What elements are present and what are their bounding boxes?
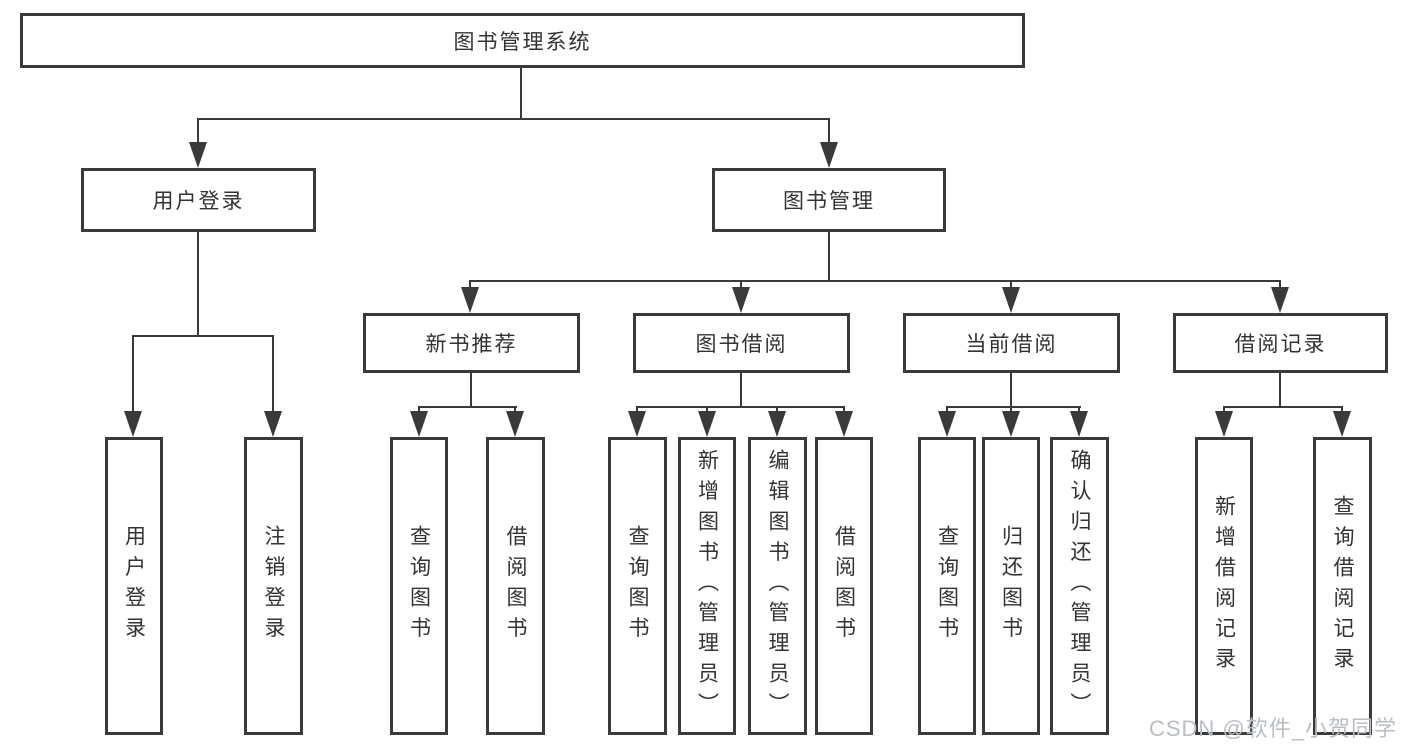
node-cb-query-books-label: 查询图书	[935, 525, 959, 647]
connector-borrow-records-branch	[1223, 406, 1343, 408]
connector-arrow-br-query	[1341, 406, 1343, 411]
connector-arrow-bb-add	[706, 406, 708, 411]
node-book-borrow: 图书借阅	[633, 313, 850, 373]
node-root: 图书管理系统	[20, 13, 1025, 68]
connector-new-book-rec-stub	[470, 373, 472, 406]
connector-user-login-stub	[197, 232, 199, 335]
connector-arrow-bb-borrow	[843, 406, 845, 411]
node-new-book-rec-label: 新书推荐	[425, 333, 518, 356]
node-book-borrow-label: 图书借阅	[695, 333, 788, 356]
node-cb-confirm-return-admin: 确认归还（管理员）	[1050, 437, 1109, 735]
node-book-mgmt: 图书管理	[712, 168, 946, 232]
node-bb-borrow-books-label: 借阅图书	[832, 525, 856, 647]
connector-root-stub	[520, 68, 522, 118]
node-current-borrow: 当前借阅	[903, 313, 1120, 373]
node-root-label: 图书管理系统	[453, 30, 592, 54]
connector-current-borrow-branch	[946, 406, 1081, 408]
connector-arrow-ul-logout	[272, 335, 274, 411]
node-borrow-records: 借阅记录	[1173, 313, 1388, 373]
connector-user-login-branch	[132, 335, 274, 337]
connector-arrow-cb-return	[1010, 406, 1012, 411]
node-br-query-record-label: 查询借阅记录	[1331, 494, 1354, 678]
node-book-mgmt-label: 图书管理	[783, 190, 875, 213]
node-ul-logout: 注销登录	[244, 437, 303, 735]
connector-arrow-cb-query	[946, 406, 948, 411]
node-bb-add-books-admin: 新增图书（管理员）	[678, 437, 736, 735]
connector-arrow-book-mgmt	[828, 118, 830, 142]
connector-book-borrow-branch	[636, 406, 845, 408]
node-user-login: 用户登录	[81, 168, 316, 232]
node-current-borrow-label: 当前借阅	[965, 333, 1058, 356]
connector-arrow-nbr-borrow	[514, 406, 516, 411]
connector-current-borrow-stub	[1010, 373, 1012, 406]
connector-root-branch	[197, 118, 830, 120]
connector-book-mgmt-stub	[828, 232, 830, 280]
connector-arrow-cb-confirm	[1078, 406, 1080, 411]
node-nbr-borrow-books: 借阅图书	[486, 437, 545, 735]
node-br-query-record: 查询借阅记录	[1313, 437, 1372, 735]
node-br-add-record: 新增借阅记录	[1195, 437, 1253, 735]
connector-arrow-bb-query	[636, 406, 638, 411]
node-bb-query-books-label: 查询图书	[626, 525, 649, 647]
connector-borrow-records-stub	[1279, 373, 1281, 406]
connector-arrow-ul-login	[132, 335, 134, 411]
node-user-login-label: 用户登录	[152, 190, 245, 213]
connector-book-mgmt-branch	[469, 280, 1281, 282]
connector-arrow-book-borrow	[740, 280, 742, 287]
connector-arrow-current-borrow	[1010, 280, 1012, 287]
connector-book-borrow-stub	[740, 373, 742, 406]
connector-arrow-bb-edit	[776, 406, 778, 411]
node-bb-query-books: 查询图书	[608, 437, 667, 735]
node-cb-return-books: 归还图书	[982, 437, 1040, 735]
connector-arrow-new-book-rec	[469, 280, 471, 287]
node-cb-return-books-label: 归还图书	[999, 525, 1023, 647]
node-ul-user-login-label: 用户登录	[122, 525, 146, 647]
watermark: CSDN @软件_小贺同学	[1148, 716, 1397, 741]
node-bb-borrow-books: 借阅图书	[815, 437, 873, 735]
node-ul-user-login: 用户登录	[105, 437, 163, 735]
connector-arrow-nbr-query	[418, 406, 420, 411]
node-nbr-query-books-label: 查询图书	[407, 525, 431, 647]
node-bb-add-books-admin-label: 新增图书（管理员）	[695, 448, 719, 724]
node-ul-logout-label: 注销登录	[262, 525, 285, 647]
connector-arrow-borrow-records	[1279, 280, 1281, 287]
node-bb-edit-books-admin-label: 编辑图书（管理员）	[766, 448, 789, 724]
node-bb-edit-books-admin: 编辑图书（管理员）	[748, 437, 807, 735]
node-br-add-record-label: 新增借阅记录	[1212, 494, 1236, 678]
node-nbr-query-books: 查询图书	[390, 437, 448, 735]
node-nbr-borrow-books-label: 借阅图书	[504, 525, 527, 647]
connector-arrow-user-login	[197, 118, 199, 142]
connector-new-book-rec-branch	[418, 406, 517, 408]
node-borrow-records-label: 借阅记录	[1234, 333, 1327, 356]
connector-arrow-br-add	[1223, 406, 1225, 411]
node-cb-query-books: 查询图书	[918, 437, 976, 735]
node-new-book-rec: 新书推荐	[363, 313, 580, 373]
node-cb-confirm-return-admin-label: 确认归还（管理员）	[1068, 448, 1091, 724]
